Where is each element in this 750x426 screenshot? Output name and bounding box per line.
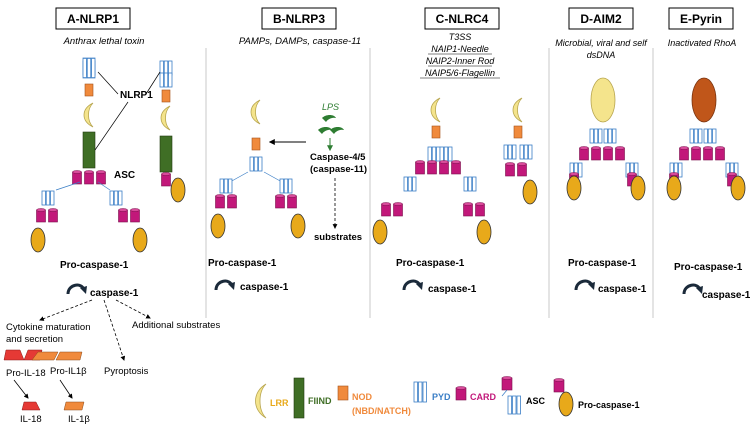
trigger-e: Inactivated RhoA — [668, 38, 737, 48]
panel-title-c: C-NLRC4 — [436, 12, 489, 26]
hin200-domain — [590, 77, 616, 123]
panel-title-box-b — [261, 7, 337, 30]
asc-label: ASC — [114, 170, 135, 181]
legend-pro-caspase1-icon — [553, 378, 574, 417]
fiind-domain-2 — [159, 135, 173, 173]
nlrp1-label: NLRP1 — [120, 90, 153, 101]
pro-caspase1-label-d: Pro-caspase-1 — [568, 258, 637, 269]
lps-glyph-2 — [318, 127, 332, 134]
substrates-label: substrates — [314, 232, 362, 243]
panel-dividers — [205, 48, 654, 318]
lps-label: LPS — [322, 102, 339, 112]
legend-asc-icon — [501, 376, 521, 415]
legend-pyd-icon — [413, 381, 427, 403]
legend-nod-label-2: (NBD/NATCH) — [352, 406, 411, 416]
panel-title-box-e — [668, 7, 734, 30]
legend-lrr-icon — [255, 383, 267, 419]
il1b-shape — [63, 401, 85, 411]
caspase1-label-d: caspase-1 — [598, 284, 647, 295]
panel-title-d: D-AIM2 — [580, 12, 622, 26]
pro-caspase1-label-a: Pro-caspase-1 — [60, 260, 129, 271]
legend-asc-label: ASC — [526, 396, 546, 406]
panel-b-nlrp3: LPS Caspase-4/5 (caspase-11) substrates … — [208, 99, 367, 293]
trigger-d-line2: dsDNA — [587, 50, 616, 60]
caspase1-label-c: caspase-1 — [428, 284, 477, 295]
lps-glyph-1 — [322, 115, 336, 122]
panel-title-a: A-NLRP1 — [67, 12, 119, 26]
trigger-a: Anthrax lethal toxin — [63, 36, 145, 47]
b30-2-domain — [691, 77, 717, 123]
pro-il18-shape-1 — [3, 349, 25, 361]
pro-il1b-shape-2 — [55, 351, 83, 361]
panel-d-aim2: Pro-caspase-1 caspase-1 — [566, 77, 647, 295]
fiind-domain — [82, 131, 96, 169]
legend-pro-caspase1-label: Pro-caspase-1 — [578, 400, 640, 410]
additional-substrates-label: Additional substrates — [132, 320, 220, 331]
cytokine-label-1: Cytokine maturation — [6, 322, 90, 333]
panel-a-nlrp1: NLRP1 ASC Pro-caspase-1 caspase-1 Cytoki… — [3, 57, 220, 425]
panel-title-box-a — [55, 7, 131, 30]
legend: LRR FIIND NOD (NBD/NATCH) PYD CARD ASC — [255, 376, 640, 419]
trigger-c-line1: T3SS — [449, 32, 472, 42]
panel-e-pyrin: Pro-caspase-1 caspase-1 — [666, 77, 750, 301]
panel-c-nlrc4: Pro-caspase-1 caspase-1 — [372, 97, 538, 295]
pro-il1b-shape-1 — [31, 351, 59, 361]
lps-glyph-3 — [330, 127, 344, 134]
panel-title-box-d — [568, 7, 634, 30]
caspase1-label-e: caspase-1 — [702, 290, 750, 301]
il1b-label: IL-1β — [68, 414, 90, 425]
pro-caspase1-label-b: Pro-caspase-1 — [208, 258, 277, 269]
panel-title-e: E-Pyrin — [680, 12, 722, 26]
legend-card-label: CARD — [470, 392, 496, 402]
trigger-d-line1: Microbial, viral and self — [555, 38, 648, 48]
trigger-c-line3: NAIP2-Inner Rod — [426, 56, 496, 66]
legend-card-icon — [455, 386, 467, 401]
caspase45-label: Caspase-4/5 — [310, 152, 366, 163]
panel-triggers: Anthrax lethal toxin PAMPs, DAMPs, caspa… — [63, 32, 737, 79]
trigger-c-line4: NAIP5/6-Flagellin — [425, 68, 495, 78]
trigger-b: PAMPs, DAMPs, caspase-11 — [239, 36, 361, 47]
panel-title-box-c — [424, 7, 500, 30]
legend-lrr-label: LRR — [270, 398, 289, 408]
legend-fiind-label: FIIND — [308, 396, 332, 406]
caspase11-label: (caspase-11) — [310, 164, 367, 175]
pro-il1b-label: Pro-IL1β — [50, 366, 87, 377]
pro-il18-label: Pro-IL-18 — [6, 368, 46, 379]
il18-label: IL-18 — [20, 414, 42, 425]
legend-nod-label-1: NOD — [352, 392, 373, 402]
trigger-c-line2: NAIP1-Needle — [431, 44, 489, 54]
panel-titles: A-NLRP1 B-NLRP3 C-NLRC4 D-AIM2 E-Pyrin — [55, 7, 734, 30]
pro-caspase1-label-c: Pro-caspase-1 — [396, 258, 465, 269]
pyroptosis-label: Pyroptosis — [104, 366, 149, 377]
caspase1-label-b: caspase-1 — [240, 282, 289, 293]
legend-pyd-label: PYD — [432, 392, 451, 402]
legend-fiind-icon — [293, 377, 305, 419]
panel-title-b: B-NLRP3 — [273, 12, 325, 26]
legend-nod-icon — [337, 385, 349, 401]
il18-shape — [21, 401, 41, 411]
cytokine-label-2: and secretion — [6, 334, 63, 345]
caspase1-label-a: caspase-1 — [90, 288, 139, 299]
pro-caspase1-label-e: Pro-caspase-1 — [674, 262, 743, 273]
